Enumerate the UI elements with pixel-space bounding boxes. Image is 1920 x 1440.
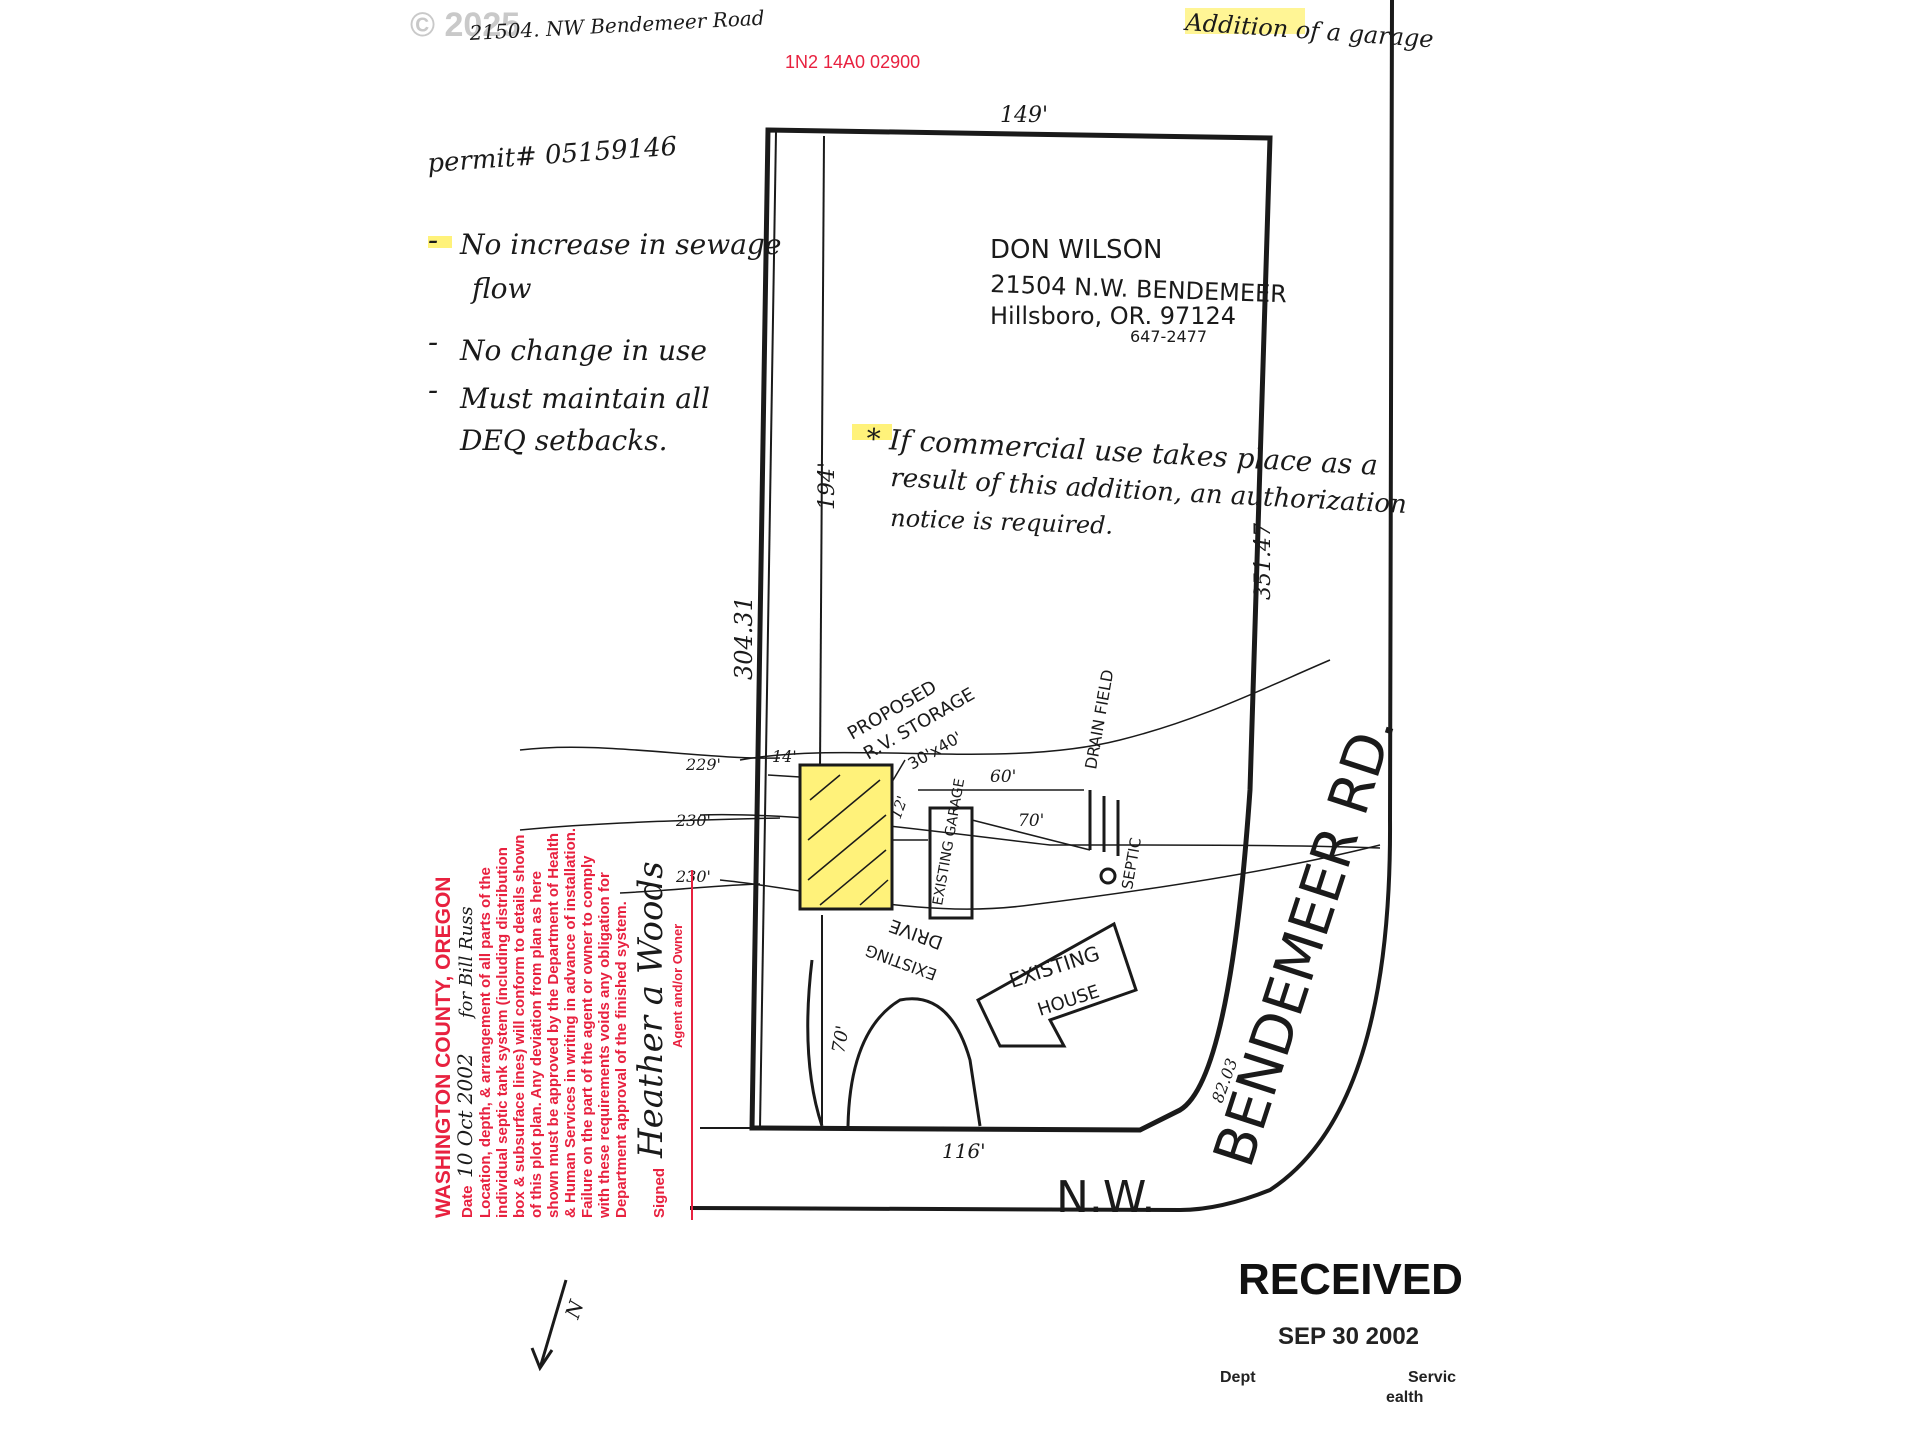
rv-storage-hatching: [807, 774, 889, 906]
drain-field-lines: [1088, 790, 1120, 856]
county-stamp-for: for Bill Russ: [456, 906, 477, 1020]
rv-label-leader: [891, 759, 906, 783]
highlight-note-star: [852, 424, 892, 440]
county-stamp-agent-label: Agent and/or Owner: [670, 924, 685, 1048]
highlight-purpose: [1185, 8, 1305, 34]
existing-drive-label-1: DRIVE: [886, 914, 945, 953]
county-approval-stamp: WASHINGTON COUNTY, OREGON Date 10 Oct 20…: [432, 828, 685, 1219]
road-name: BENDEMEER RD.: [1201, 707, 1408, 1174]
owner-phone: 647-2477: [1130, 327, 1207, 346]
received-stamp-date: SEP 30 2002: [1278, 1323, 1419, 1350]
county-stamp-body-1: Location, depth, & arrangement of all pa…: [477, 867, 494, 1218]
dim-depth: 194': [815, 462, 840, 510]
county-stamp-body-5: shown must be approved by the Department…: [545, 833, 562, 1218]
road-prefix: N.W.: [1056, 1172, 1155, 1223]
condition-dash-3: -: [428, 373, 438, 408]
county-stamp-body-7: Failure on the part of the agent or owne…: [579, 855, 596, 1218]
parcel-id: 1N2 14A0 02900: [785, 52, 920, 72]
side-setback-label: 14': [772, 747, 797, 766]
dim-front: 70': [828, 1024, 854, 1055]
owner-name: DON WILSON: [990, 235, 1162, 265]
boundary-left-outer: [759, 131, 777, 1129]
received-stamp-health: ealth: [1386, 1389, 1423, 1406]
drain-field-label: DRAIN FIELD: [1081, 668, 1117, 771]
contour-line-6: [619, 883, 761, 894]
highlight-condition-1: [428, 236, 452, 248]
road-edge-east: [1179, 0, 1394, 1212]
condition-line-5: DEQ setbacks.: [459, 424, 667, 457]
septic-tank: [1099, 867, 1117, 885]
proposed-rv-storage: [798, 763, 894, 911]
received-stamp-dept: Dept: [1220, 1369, 1256, 1386]
dim-left: 304.31: [730, 596, 758, 680]
county-stamp-body-9: Department approval of the finished syst…: [613, 901, 630, 1218]
note-line-3: notice is required.: [890, 504, 1114, 540]
condition-line-4: Must maintain all: [459, 382, 710, 415]
dim-right: 351.47: [1251, 523, 1276, 600]
side-setback-line: [767, 774, 801, 778]
permit-number: permit# 05159146: [426, 132, 678, 179]
county-stamp-body-4: of this plot plan. Any deviation from pl…: [528, 871, 545, 1218]
contour-line-4: [519, 817, 781, 831]
property-boundary: [749, 127, 1273, 1133]
condition-line-2: flow: [470, 272, 532, 305]
contour-line-1: [739, 659, 1331, 761]
depth-dim-line: [819, 135, 825, 771]
county-stamp-date-value: 10 Oct 2002: [453, 1053, 477, 1178]
watermark: © 2025: [410, 6, 520, 44]
north-arrow: [530, 1279, 568, 1372]
existing-drive-arch: [846, 997, 982, 1127]
north-label: N: [560, 1296, 589, 1323]
owner-city: Hillsboro, OR. 97124: [990, 302, 1236, 330]
county-stamp-body-3: box & subsurface lines) will conform to …: [511, 835, 528, 1218]
to-drainfield-label: 60': [990, 767, 1016, 787]
county-stamp-signature: Heather a Woods: [631, 861, 671, 1159]
existing-garage-label: EXISTING GARAGE: [930, 777, 968, 906]
purpose-note: Addition of a garage: [1183, 8, 1435, 53]
condition-line-3: No change in use: [459, 334, 707, 367]
county-stamp-body-2: individual septic tank system (including…: [494, 847, 511, 1218]
received-stamp-title: RECEIVED: [1238, 1255, 1463, 1304]
contour-line-2: [519, 746, 781, 759]
to-septic-label: 70': [1018, 811, 1044, 831]
condition-dash-1: -: [428, 223, 438, 258]
county-stamp-signed-label: Signed: [651, 1168, 668, 1218]
condition-line-1: No increase in sewage: [459, 228, 781, 261]
road-edge-south: [689, 1206, 1181, 1212]
county-stamp-body-6: & Human Services in writing in advance o…: [562, 828, 579, 1218]
existing-garage: [928, 806, 974, 920]
dim-bottom: 116': [942, 1139, 986, 1163]
county-stamp-body-8: with these requirements voids any obliga…: [596, 872, 613, 1219]
condition-dash-2: -: [428, 325, 438, 360]
to-septic-line: [971, 819, 1091, 851]
contour-label-2: 230': [675, 811, 711, 830]
received-stamp-services: Servic: [1408, 1369, 1456, 1386]
county-stamp-title: WASHINGTON COUNTY, OREGON: [432, 877, 455, 1218]
contour-label-1: 229': [685, 755, 721, 774]
dim-top: 149': [1000, 103, 1048, 128]
county-stamp-date-label: Date: [459, 1185, 476, 1218]
existing-house: [976, 921, 1138, 1048]
existing-drive-left-edge: [806, 959, 824, 1127]
